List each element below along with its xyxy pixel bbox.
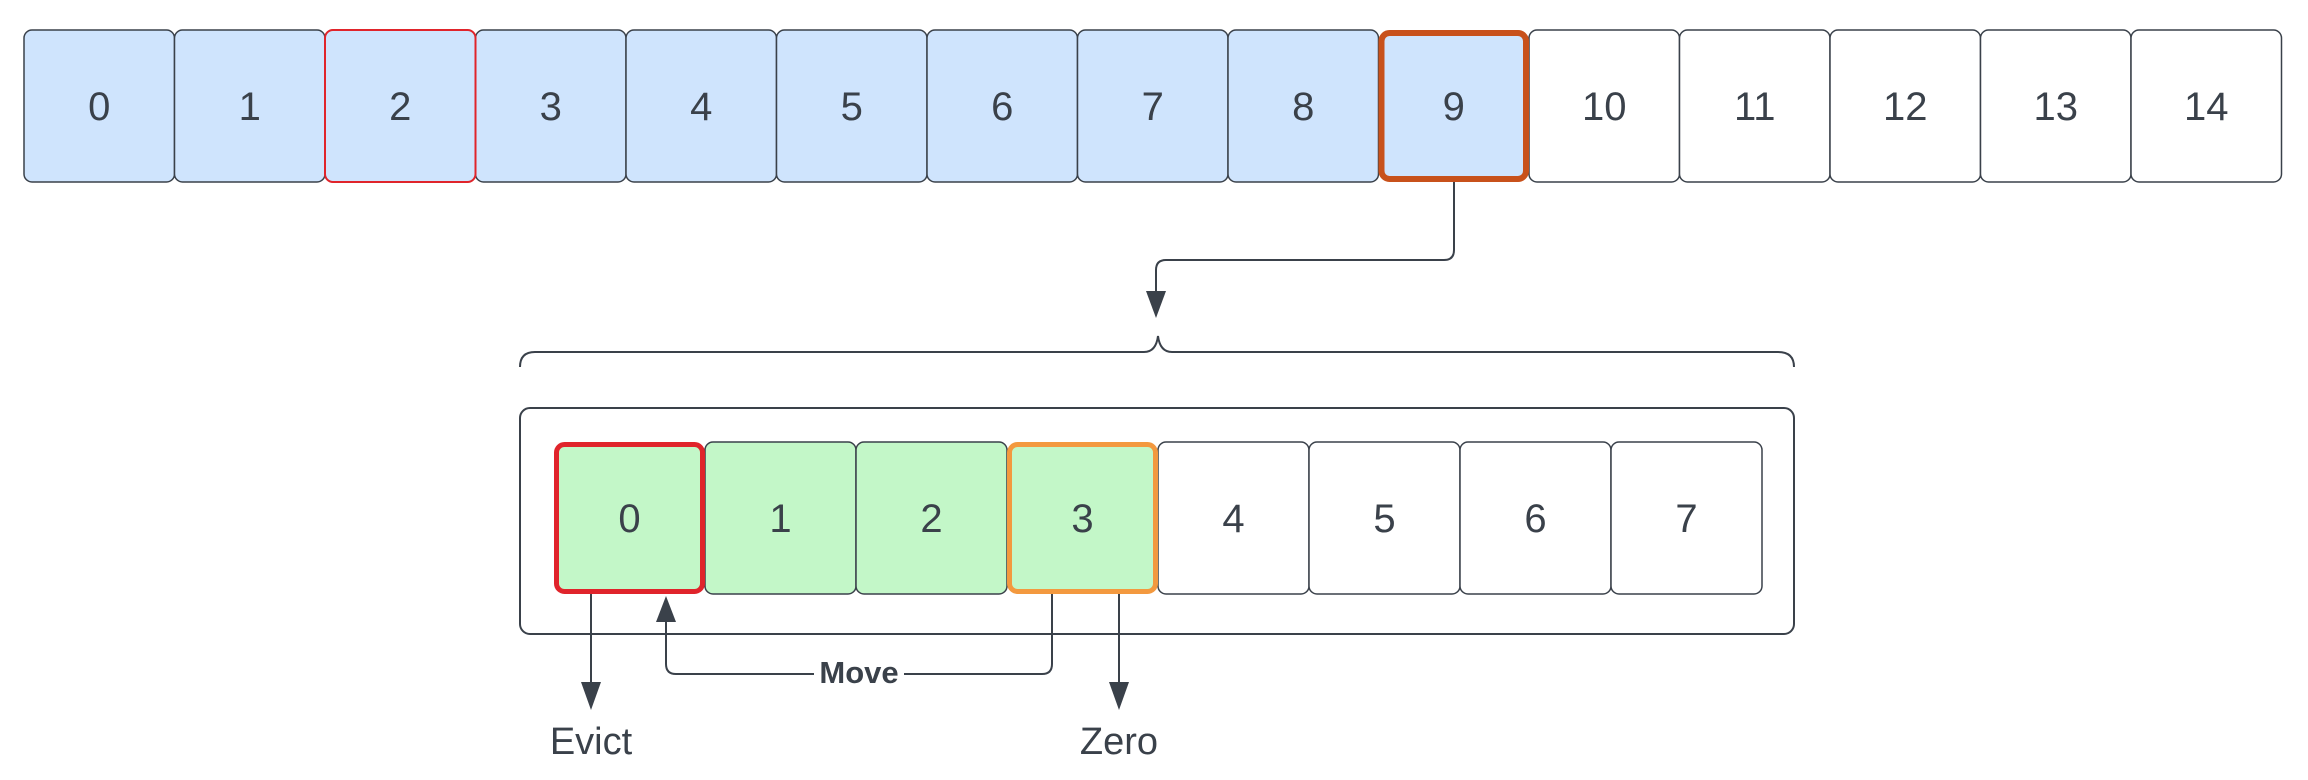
top_row-cell-label: 13 (2034, 85, 2079, 129)
top_row-cell-7: 7 (1076, 29, 1229, 183)
top_row-cell-6: 6 (926, 29, 1079, 183)
bottom-row: 1 2 4 5 6 7 0 3 (554, 441, 1763, 595)
curly-brace (519, 335, 1795, 368)
move-label-bg (814, 652, 904, 692)
top_row-cell-box (2130, 29, 2283, 183)
top_row-cell-10: 10 (1528, 29, 1681, 183)
bottom_row-cell-label: 5 (1373, 497, 1395, 541)
zero-arrow-head (1109, 682, 1129, 710)
bottom_row-cell-label: 1 (769, 497, 791, 541)
move-arrow-head (656, 596, 676, 622)
top_row-cell-label: 14 (2184, 85, 2229, 129)
bottom_row-cell-box (1610, 441, 1763, 595)
top_row-cell-label: 7 (1142, 85, 1164, 129)
bottom_row-cell-7: 7 (1610, 441, 1763, 595)
bottom_row-cell-6: 6 (1459, 441, 1612, 595)
bottom_row-cell-label: 4 (1222, 497, 1244, 541)
top_row-cell-label: 6 (991, 85, 1013, 129)
top_row-cell-label: 2 (389, 85, 411, 129)
top_row-cell-14: 14 (2130, 29, 2283, 183)
top_row-cell-box (1378, 30, 1529, 182)
bottom_row-cell-label: 3 (1071, 497, 1093, 541)
top_row-cell-12: 12 (1829, 29, 1982, 183)
top_row-cell-4: 4 (625, 29, 778, 183)
top_row-cell-1: 1 (173, 29, 326, 183)
bottom_row-cell-label: 7 (1675, 497, 1697, 541)
top_row-cell-label: 10 (1582, 85, 1627, 129)
top_row-cell-label: 5 (841, 85, 863, 129)
bottom_row-cell-0: 0 (554, 442, 705, 594)
bottom_row-cell-1: 1 (704, 441, 857, 595)
bottom_row-cell-label: 6 (1524, 497, 1546, 541)
top_row-cell-label: 12 (1883, 85, 1928, 129)
bottom_row-cell-box (1007, 442, 1158, 594)
top_row-cell-label: 0 (88, 85, 110, 129)
top_row-cell-label: 3 (540, 85, 562, 129)
top_row-cell-label: 9 (1443, 85, 1465, 129)
top_row-cell-0: 0 (23, 29, 176, 183)
expand-connector (1155, 182, 1455, 305)
bottom_row-cell-5: 5 (1308, 441, 1461, 595)
top_row-cell-9: 9 (1378, 30, 1529, 182)
bottom_row-cell-label: 0 (618, 497, 640, 541)
bottom_row-cell-2: 2 (855, 441, 1008, 595)
top_row-cell-box (324, 29, 477, 183)
top_row-cell-5: 5 (775, 29, 928, 183)
top_row-cell-label: 1 (239, 85, 261, 129)
top_row-cell-13: 13 (1979, 29, 2132, 183)
bottom_row-cell-3: 3 (1007, 442, 1158, 594)
move-label: Move (819, 655, 898, 690)
zero-label: Zero (1080, 721, 1158, 763)
top_row-cell-8: 8 (1227, 29, 1380, 183)
top_row-cell-3: 3 (474, 29, 627, 183)
expand-arrow-head (1146, 291, 1166, 318)
top_row-cell-label: 8 (1292, 85, 1314, 129)
evict-arrow-head (581, 682, 601, 710)
evict-label: Evict (550, 721, 633, 763)
bottom_row-cell-label: 2 (920, 497, 942, 541)
bottom_row-cell-box (554, 442, 705, 594)
top_row-cell-label: 4 (690, 85, 712, 129)
top_row-cell-11: 11 (1678, 29, 1831, 183)
top_row-cell-2: 2 (324, 29, 477, 183)
bottom_row-cell-4: 4 (1157, 441, 1310, 595)
top_row-cell-label: 11 (1734, 85, 1776, 129)
